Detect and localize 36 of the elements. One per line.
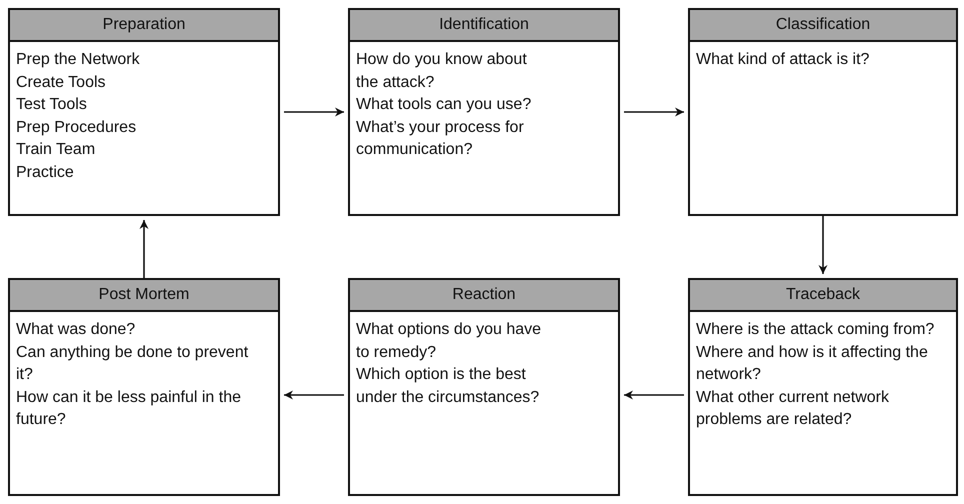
process-card [8, 8, 280, 216]
card-heading: Reaction [350, 280, 618, 312]
process-card [688, 8, 958, 216]
list-item: Prep the Network [16, 50, 141, 70]
list-item: What other current network problems are related? [696, 388, 890, 430]
card-heading: Classification [690, 10, 956, 42]
card-heading: Post Mortem [10, 280, 278, 312]
card-heading: Identification [350, 10, 618, 42]
process-card [348, 278, 620, 496]
list-item: What was done? [16, 320, 136, 340]
list-item: Practice [16, 162, 75, 182]
list-item: How can it be less painful in the future? [16, 388, 242, 430]
card-heading: Traceback [690, 280, 956, 312]
list-item: Train Team [16, 140, 96, 160]
list-item: Create Tools [16, 72, 107, 92]
list-item: What tools can you use? [356, 95, 532, 115]
list-item: Which option is the best under the circumstances? [356, 365, 540, 408]
arrow [140, 220, 148, 278]
arrow [624, 108, 684, 116]
list-item: Where and how is it affecting the network? [696, 342, 929, 385]
arrow [284, 390, 344, 400]
process-card [688, 278, 958, 496]
list-item: Test Tools [16, 95, 88, 115]
card-heading: Preparation [10, 10, 278, 42]
list-item: Prep Procedures [16, 118, 138, 138]
arrow [624, 390, 684, 400]
process-card [8, 278, 280, 496]
list-item: What options do you have to remedy? [356, 320, 542, 362]
arrow [818, 216, 828, 274]
list-item: How do you know about the attack? [356, 50, 528, 92]
list-item: What’s your process for communication? [356, 118, 525, 160]
list-item: What kind of attack is it? [696, 50, 870, 70]
arrow [284, 108, 344, 116]
list-item: Can anything be done to prevent it? [16, 342, 250, 385]
list-item: Where is the attack coming from? [696, 320, 936, 340]
process-card [348, 8, 620, 216]
